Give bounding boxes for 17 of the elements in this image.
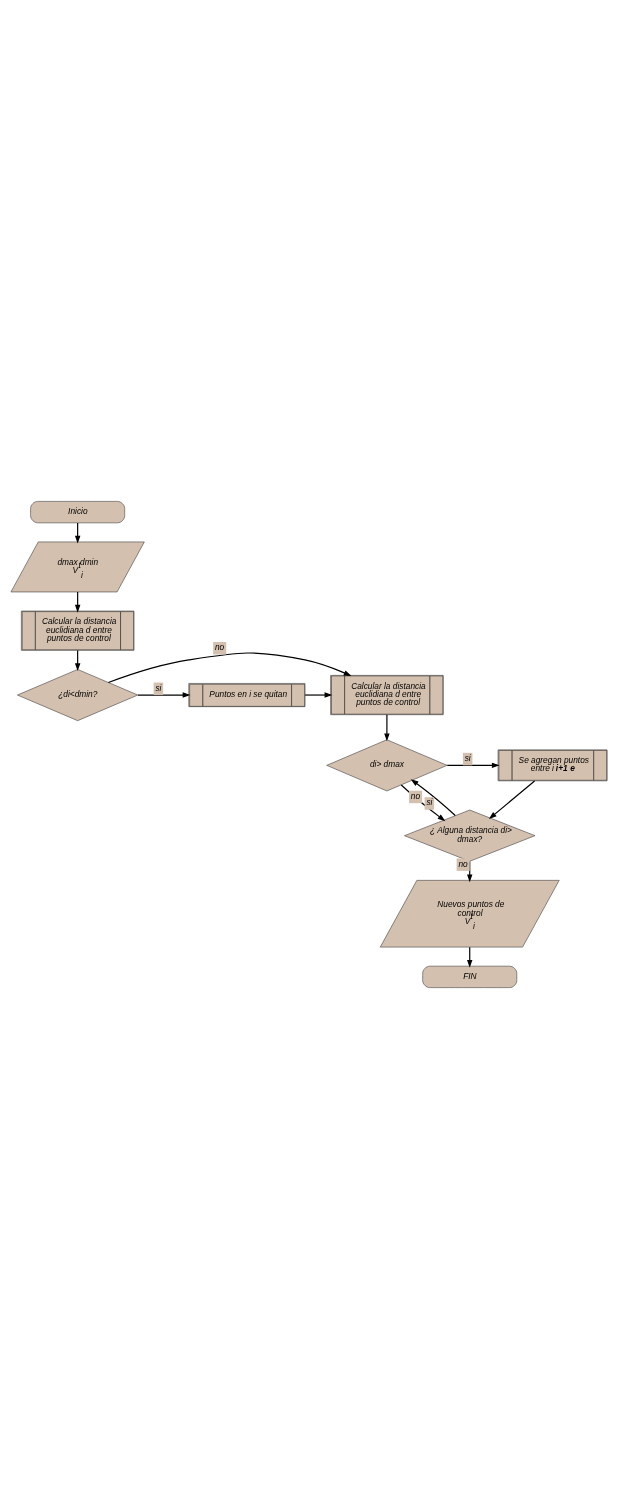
edge-label: si bbox=[464, 753, 471, 764]
edge-label: no bbox=[410, 790, 421, 801]
arrow bbox=[488, 780, 536, 820]
node-box: Inicio bbox=[30, 501, 125, 524]
arrow bbox=[137, 692, 191, 698]
arrow bbox=[384, 714, 390, 742]
edge-label: no bbox=[214, 642, 225, 653]
edge-label: si bbox=[426, 797, 433, 808]
edge-label: no bbox=[458, 858, 468, 869]
arrow bbox=[400, 784, 446, 822]
arrow bbox=[446, 762, 500, 769]
node-box: FIN bbox=[422, 965, 518, 988]
node-diamond: di> dmax bbox=[326, 739, 448, 792]
arrow bbox=[107, 652, 352, 684]
node-diamond: ¿di<dmin? bbox=[17, 669, 139, 721]
arrow bbox=[304, 692, 333, 698]
edge-label: si bbox=[155, 682, 162, 693]
